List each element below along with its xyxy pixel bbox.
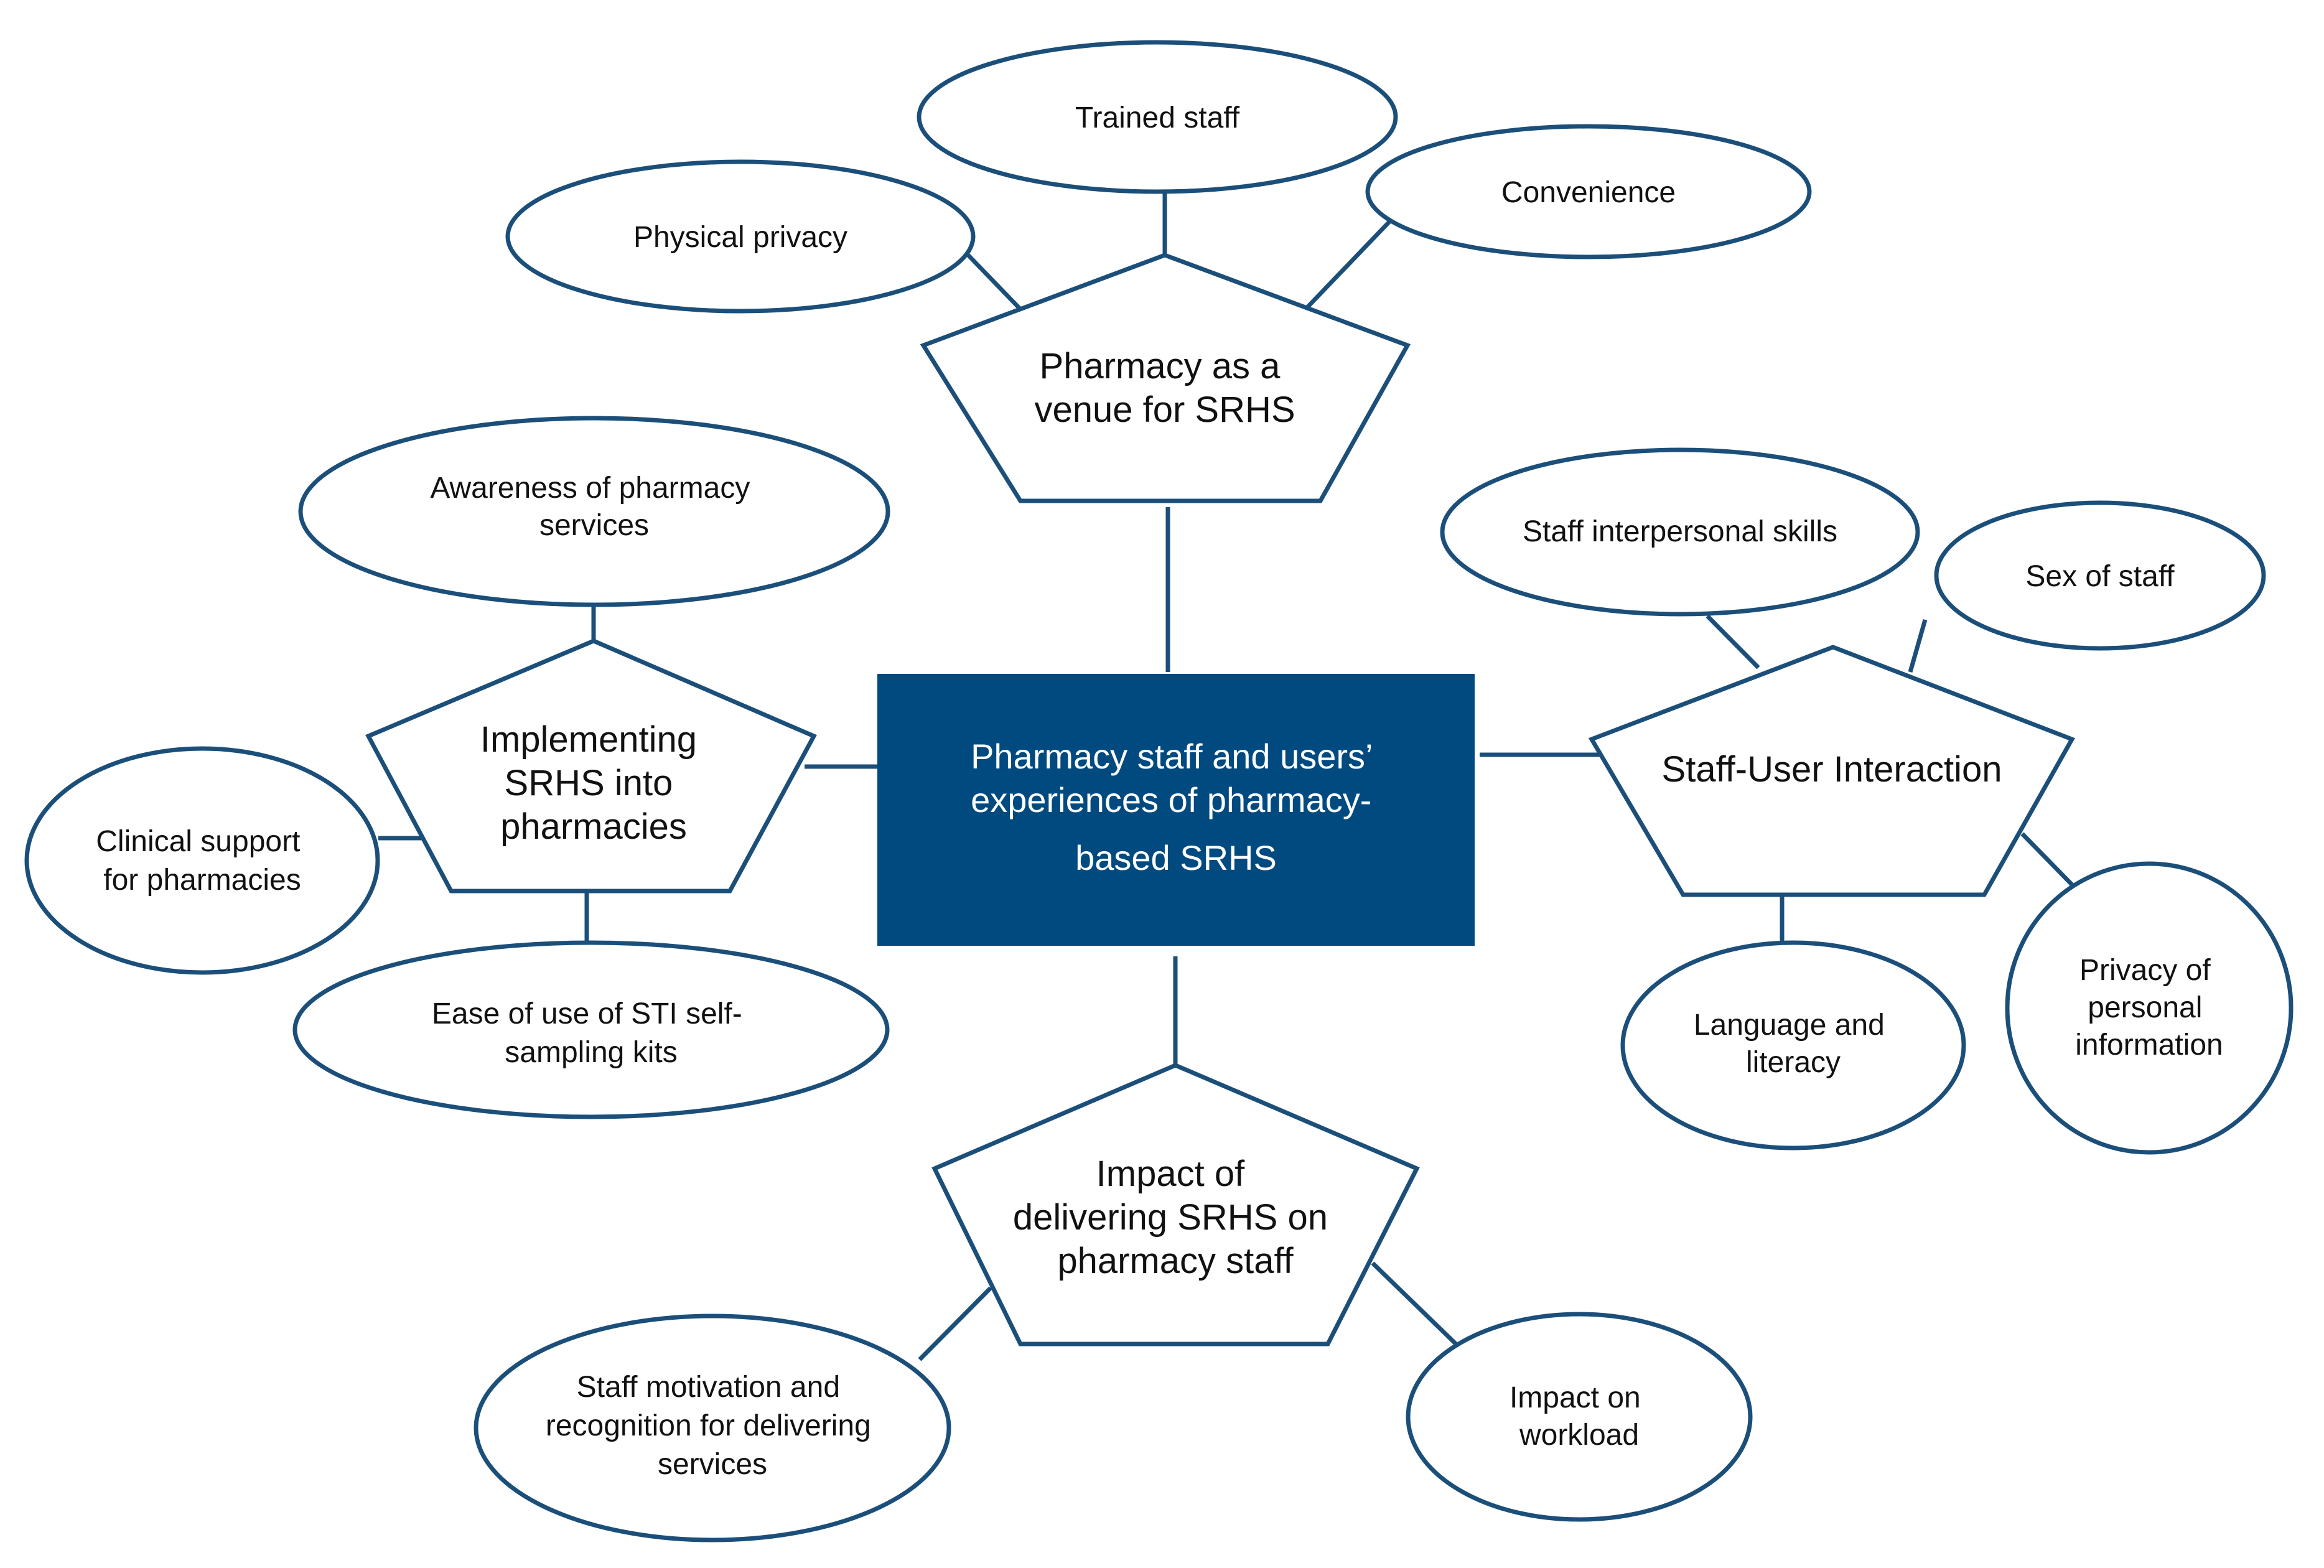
subtheme-label: Privacy of personal information [2075, 954, 2223, 1062]
awareness-line-1: Awareness of pharmacy [430, 472, 750, 505]
implementing-line-2: SRHS into [505, 763, 673, 803]
connector-interaction-interpersonal [1706, 614, 1760, 670]
central-line-3: based SRHS [1075, 838, 1277, 877]
subtheme-ellipse [1934, 500, 2266, 651]
language-line-2: literacy [1746, 1046, 1841, 1079]
subtheme-ellipse [1406, 1312, 1753, 1522]
physical-privacy-line-1: Physical privacy [633, 221, 847, 254]
subtheme-sex-of-staff: Sex of staff [1934, 500, 2266, 651]
subtheme-label: Convenience [1501, 176, 1676, 209]
implementing-line-1: Implementing [480, 719, 697, 760]
motivation-line-1: Staff motivation and [577, 1371, 840, 1404]
motivation-line-3: services [658, 1448, 767, 1481]
subtheme-ellipse [24, 746, 380, 975]
central-line-1: Pharmacy staff and users’ [971, 737, 1371, 776]
theme-pentagon [365, 638, 817, 894]
subtheme-ellipse [917, 40, 1398, 194]
theme-pentagon [920, 253, 1411, 503]
subtheme-label: Language and literacy [1694, 1009, 1893, 1079]
theme-impact-on-staff: Impact of delivering SRHS on pharmacy st… [931, 1063, 1420, 1346]
theme-pentagon [1588, 645, 2076, 897]
central-label: Pharmacy staff and users’ experiences of… [971, 737, 1381, 877]
central-line-2: experiences of pharmacy- [971, 780, 1371, 819]
subtheme-label: Impact on workload [1510, 1381, 1649, 1452]
subtheme-language-literacy: Language and literacy [1620, 940, 1966, 1150]
theme-staff-user-interaction: Staff-User Interaction [1588, 645, 2076, 897]
subtheme-ellipse [292, 940, 890, 1119]
subtheme-trained-staff: Trained staff [917, 40, 1398, 194]
privacy-info-line-1: Privacy of [2079, 954, 2211, 987]
subtheme-ease-of-use: Ease of use of STI self- sampling kits [292, 940, 890, 1119]
subtheme-privacy-personal-info: Privacy of personal information [2005, 861, 2294, 1155]
privacy-info-line-3: information [2075, 1029, 2223, 1062]
central-box [877, 674, 1475, 946]
connector-venue-convenience [1304, 216, 1395, 311]
connector-impact-workload [1371, 1261, 1458, 1346]
subtheme-label: Trained staff [1075, 101, 1240, 134]
workload-line-2: workload [1519, 1419, 1639, 1452]
impact-line-1: Impact of [1096, 1154, 1245, 1194]
themes: Pharmacy as a venue for SRHS Implementin… [365, 253, 2076, 1346]
privacy-info-line-2: personal [2088, 991, 2202, 1024]
implementing-line-3: pharmacies [500, 806, 687, 847]
convenience-line-1: Convenience [1501, 176, 1676, 209]
venue-line-2: venue for SRHS [1034, 390, 1295, 430]
language-line-1: Language and [1694, 1009, 1885, 1042]
theme-label: Staff-User Interaction [1662, 749, 2002, 790]
theme-pentagon [931, 1063, 1420, 1346]
subtheme-workload: Impact on workload [1406, 1312, 1753, 1522]
ease-line-1: Ease of use of STI self- [432, 997, 742, 1030]
subtheme-interpersonal-skills: Staff interpersonal skills [1440, 447, 1920, 617]
connector-interaction-sex [1908, 619, 1928, 673]
ease-line-2: sampling kits [505, 1036, 677, 1069]
subtheme-ellipse [1620, 940, 1966, 1150]
connectors [378, 192, 2080, 1361]
subtheme-label: Staff interpersonal skills [1523, 515, 1837, 548]
theme-implementing-srhs: Implementing SRHS into pharmacies [365, 638, 817, 894]
subtheme-ellipse [1365, 124, 1812, 259]
impact-line-3: pharmacy staff [1057, 1241, 1294, 1281]
subtheme-convenience: Convenience [1365, 124, 1812, 259]
interpersonal-line-1: Staff interpersonal skills [1523, 515, 1837, 548]
subtheme-label: Awareness of pharmacy services [430, 472, 758, 542]
theme-label: Pharmacy as a venue for SRHS [1034, 346, 1295, 430]
motivation-line-2: recognition for delivering [546, 1409, 871, 1442]
connector-interaction-privacy-info [2020, 832, 2080, 893]
impact-line-2: delivering SRHS on [1013, 1197, 1328, 1238]
clinical-line-1: Clinical support [96, 825, 300, 858]
theme-label: Impact of delivering SRHS on pharmacy st… [1013, 1154, 1338, 1281]
subtheme-physical-privacy: Physical privacy [505, 159, 976, 314]
subtheme-awareness: Awareness of pharmacy services [298, 416, 890, 607]
subtheme-label: Ease of use of STI self- sampling kits [432, 997, 750, 1069]
workload-line-1: Impact on [1510, 1381, 1641, 1414]
subtheme-clinical-support: Clinical support for pharmacies [24, 746, 380, 975]
subtheme-label: Sex of staff [2025, 560, 2175, 593]
connector-venue-physical-privacy [966, 253, 1022, 311]
subtheme-label: Clinical support for pharmacies [96, 825, 309, 897]
subtheme-ellipse [474, 1314, 951, 1542]
theme-label: Implementing SRHS into pharmacies [480, 719, 707, 847]
subtheme-ellipse [1440, 447, 1920, 617]
subtheme-label: Physical privacy [633, 221, 847, 254]
awareness-line-2: services [539, 509, 649, 542]
clinical-line-2: for pharmacies [103, 864, 301, 897]
central-topic: Pharmacy staff and users’ experiences of… [877, 674, 1475, 946]
theme-pharmacy-venue: Pharmacy as a venue for SRHS [920, 253, 1411, 503]
subtheme-staff-motivation: Staff motivation and recognition for del… [474, 1314, 951, 1542]
subtheme-ellipse [505, 159, 976, 314]
trained-staff-line-1: Trained staff [1075, 101, 1240, 134]
subtheme-ellipse [2005, 861, 2294, 1155]
interaction-line-1: Staff-User Interaction [1662, 749, 2002, 790]
subtheme-label: Staff motivation and recognition for del… [546, 1371, 879, 1481]
venue-line-1: Pharmacy as a [1040, 346, 1281, 386]
connector-impact-motivation [918, 1286, 992, 1361]
subtheme-ellipse [298, 416, 890, 607]
subthemes: Trained staff Physical privacy Convenien… [24, 40, 2294, 1542]
sex-of-staff-line-1: Sex of staff [2025, 560, 2175, 593]
